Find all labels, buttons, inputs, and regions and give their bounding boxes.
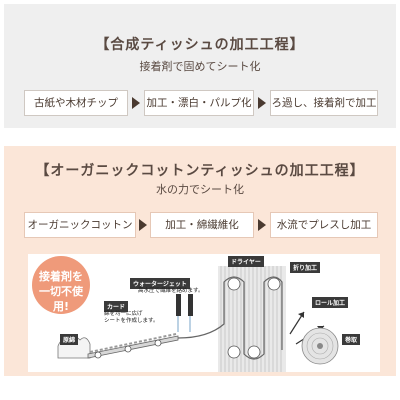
organic-process-section: 【オーガニックコットンティッシュの加工工程】 水の力でシート化 オーガニックコッ…: [4, 146, 396, 376]
wind-label: 巻取: [342, 334, 361, 345]
badge-line-1: 接着剤を: [39, 270, 83, 283]
machine-diagram: [57, 266, 339, 372]
arrow-right-icon: [132, 97, 140, 109]
tissue-roll: [301, 327, 339, 365]
dryer-label: ドライヤー: [228, 256, 264, 267]
organic-step-1: オーガニックコットン: [24, 212, 136, 238]
organic-step-2: 加工・綿繊維化: [150, 212, 254, 238]
conveyor-belt: [87, 333, 179, 359]
fold-label: 折り加工: [290, 262, 321, 273]
water-jet-note: 高水圧で繊維を絡めます。: [138, 288, 204, 294]
water-jet-label: ウォータージェット: [130, 278, 190, 289]
organic-step-3: 水流でプレスし加工: [270, 212, 378, 238]
card-label: カード: [104, 301, 129, 312]
arrow-right-icon: [258, 97, 266, 109]
synthetic-step-3: ろ過し、接着剤で加工: [270, 90, 378, 116]
card-note: 綿を均一に広げ シートを作成します。: [104, 311, 159, 324]
raw-cotton-label: 原綿: [60, 334, 79, 345]
no-adhesive-badge: 接着剤を 一切不使用!: [32, 256, 90, 314]
organic-section-title: 【オーガニックコットンティッシュの加工工程】: [35, 163, 365, 179]
water-jet-nozzles: [176, 294, 193, 332]
synthetic-section-subtitle: 接着剤で固めてシート化: [139, 60, 261, 73]
organic-process-flow: オーガニックコットン 加工・綿繊維化 水流でプレスし加工: [24, 212, 378, 238]
synthetic-process-section: 【合成ティッシュの加工工程】 接着剤で固めてシート化 古紙や木材チップ 加工・漂…: [4, 4, 396, 128]
arrow-right-icon: [258, 219, 266, 231]
synthetic-step-1: 古紙や木材チップ: [24, 90, 128, 116]
roll-label: ロール加工: [312, 297, 349, 308]
arrow-right-icon: [139, 219, 147, 231]
badge-line-2: 一切不使用!: [39, 285, 83, 313]
synthetic-process-flow: 古紙や木材チップ 加工・漂白・パルプ化 ろ過し、接着剤で加工: [24, 90, 378, 116]
dryer-rollers: [177, 276, 283, 360]
manufacturing-illustration: 接着剤を 一切不使用! 原綿 カード 綿を均一に広げ シートを作成します。 ウォ…: [28, 254, 380, 372]
organic-section-subtitle: 水の力でシート化: [156, 183, 244, 196]
synthetic-step-2: 加工・漂白・パルプ化: [144, 90, 254, 116]
synthetic-section-title: 【合成ティッシュの加工工程】: [95, 37, 305, 53]
